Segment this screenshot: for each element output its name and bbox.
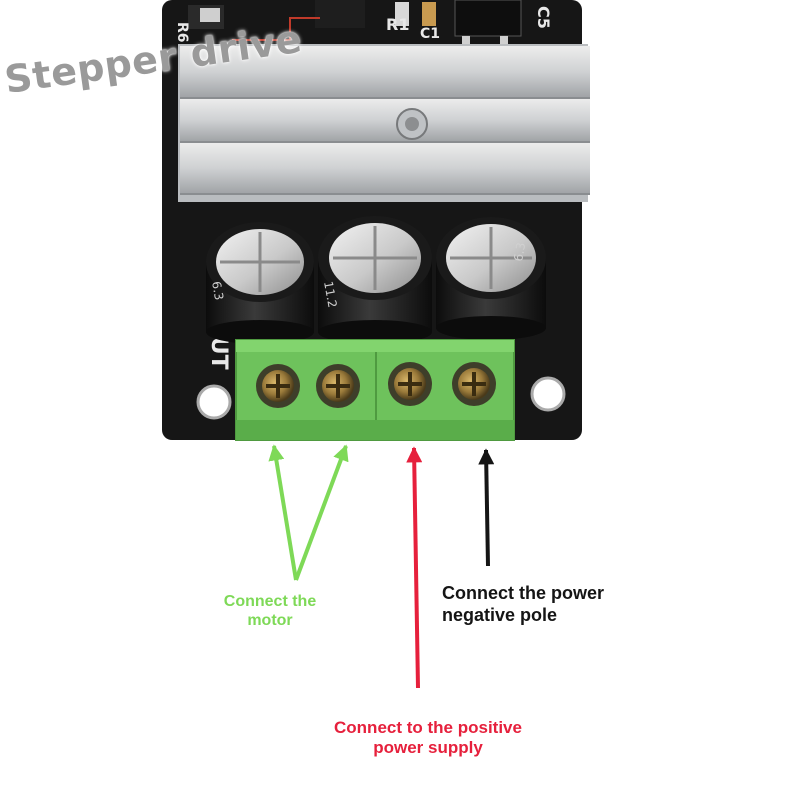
terminal-screw	[316, 364, 360, 408]
negative-caption-line2: negative pole	[442, 604, 558, 625]
negative-caption-line1: Connect the power	[442, 583, 605, 603]
label-r1: R1	[386, 15, 409, 34]
motor-caption-line2: motor	[247, 612, 293, 630]
terminal-screw	[256, 364, 300, 408]
terminal-screw	[452, 362, 496, 406]
heatsink	[178, 44, 590, 202]
positive-caption: Connect to the positive power supply	[298, 718, 558, 759]
motor-arrow	[294, 444, 349, 581]
terminal-screw	[388, 362, 432, 406]
positive-arrow	[406, 446, 423, 689]
capacitor: 6.3	[436, 217, 546, 340]
positive-caption-line1: Connect to the positive	[334, 718, 522, 737]
capacitor-marking: 6.3	[209, 280, 226, 301]
capacitor-marking: 11.2	[321, 280, 339, 309]
mounting-hole-left	[196, 384, 232, 420]
capacitor: 11.2	[318, 216, 432, 344]
positive-caption-line2: power supply	[373, 738, 483, 758]
mounting-hole-right	[530, 376, 566, 412]
motor-caption: Connect the motor	[200, 592, 340, 630]
label-c1: C1	[420, 26, 440, 42]
motor-caption-line1: Connect the	[223, 593, 317, 610]
terminal-block	[235, 339, 515, 441]
negative-caption: Connect the power negative pole	[442, 583, 604, 626]
capacitor-marking: 6.3	[511, 241, 528, 262]
capacitor: 6.3	[206, 222, 314, 344]
label-r6: R6	[174, 22, 190, 43]
motor-arrow	[268, 444, 298, 581]
label-c5: C5	[534, 6, 553, 29]
negative-arrow	[478, 448, 495, 567]
